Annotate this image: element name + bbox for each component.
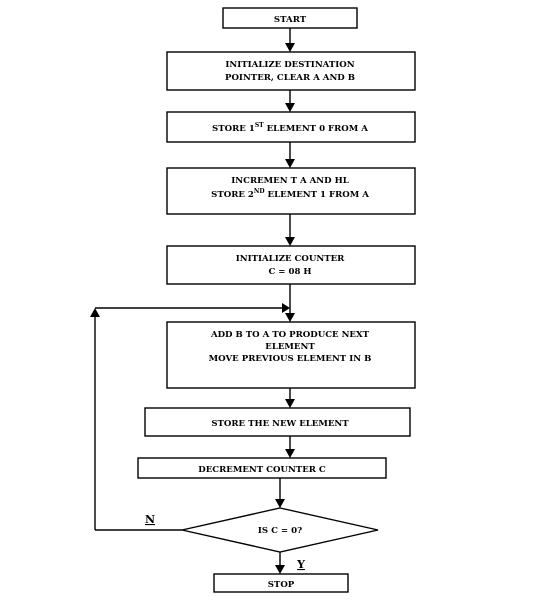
no-label: N <box>145 513 155 526</box>
start-label: START <box>274 15 307 25</box>
increment-line2-sup: ND <box>254 188 265 195</box>
arrowhead <box>275 499 285 508</box>
store-first-sup: ST <box>255 122 264 129</box>
increment-line2-post: ELEMENT 1 FROM A <box>265 190 370 200</box>
arrowhead <box>285 313 295 322</box>
init-pointer-line2: POINTER, CLEAR A AND B <box>225 73 355 83</box>
init-pointer-line1: INITIALIZE DESTINATION <box>225 60 354 70</box>
decrement-step <box>137 457 387 479</box>
store-first-label: STORE 1ST ELEMENT 0 FROM A <box>212 122 368 134</box>
arrowhead <box>285 449 295 458</box>
store-new-step <box>144 407 411 437</box>
add-line3: MOVE PREVIOUS ELEMENT IN B <box>209 354 372 364</box>
increment-line2: STORE 2ND ELEMENT 1 FROM A <box>211 188 369 200</box>
store-first-step <box>166 111 416 143</box>
add-line2: ELEMENT <box>265 342 315 352</box>
add-step <box>166 321 416 389</box>
arrowhead <box>285 159 295 168</box>
arrowhead <box>285 399 295 408</box>
decrement-label: DECREMENT COUNTER C <box>198 465 326 475</box>
increment-line1: INCREMEN T A AND HL <box>231 176 349 186</box>
arrowhead <box>282 303 290 313</box>
arrowhead <box>285 237 295 246</box>
add-line1: ADD B TO A TO PRODUCE NEXT <box>210 330 370 340</box>
arrowhead <box>285 43 295 52</box>
stop-terminal <box>213 573 349 593</box>
arrowhead <box>90 308 100 317</box>
init-counter-step <box>166 245 416 285</box>
store-first-post: ELEMENT 0 FROM A <box>264 124 369 134</box>
store-first-pre: STORE 1 <box>212 124 255 134</box>
init-pointer-step <box>166 51 416 91</box>
increment-step <box>166 167 416 215</box>
init-counter-line2: C = 08 H <box>268 267 311 277</box>
init-counter-line1: INITIALIZE COUNTER <box>236 254 345 264</box>
arrowhead <box>285 103 295 112</box>
stop-label: STOP <box>268 580 295 590</box>
increment-line2-pre: STORE 2 <box>211 190 254 200</box>
store-new-label: STORE THE NEW ELEMENT <box>211 419 349 429</box>
yes-label: Y <box>296 558 305 571</box>
decision-label: IS C = 0? <box>258 526 302 536</box>
arrowhead <box>275 565 285 574</box>
